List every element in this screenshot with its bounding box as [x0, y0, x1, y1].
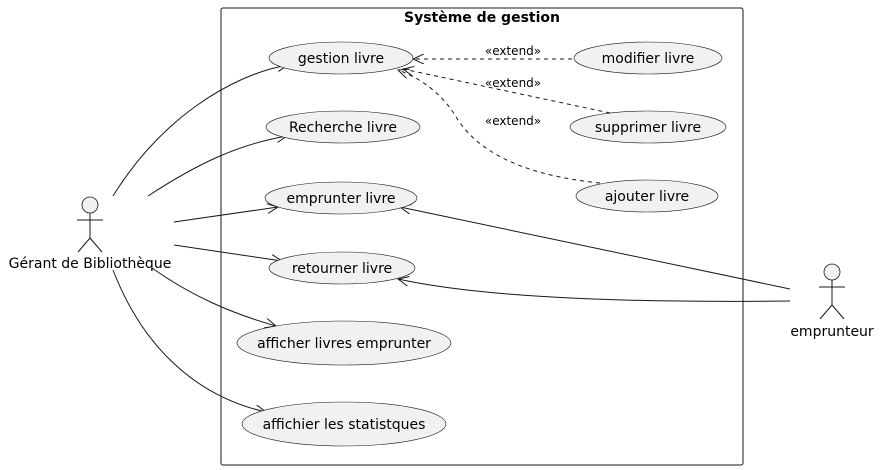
use-case-gestion-livre-label: gestion livre: [298, 51, 384, 67]
actor-manager-leg-left: [77, 237, 91, 253]
assoc-manager-retourner-livre: [173, 244, 282, 261]
use-case-gestion-livre: gestion livre: [268, 41, 414, 75]
assoc-manager-recherche-livre: [147, 136, 287, 197]
actor-manager-leg-right: [89, 237, 103, 253]
assoc-manager-gestion-livre: [112, 65, 288, 197]
use-case-affichier-statistiques: affichier les statistques: [241, 401, 447, 447]
use-case-retourner-livre-label: retourner livre: [292, 261, 392, 277]
actor-borrower-label: emprunteur: [790, 324, 874, 340]
actor-manager-head: [81, 196, 99, 214]
extend-supprimer-gestion: [403, 69, 611, 114]
use-case-recherche-livre: Recherche livre: [265, 110, 421, 144]
use-case-afficher-livres-emprunter-label: afficher livres emprunter: [257, 336, 431, 352]
use-case-retourner-livre: retourner livre: [268, 251, 416, 285]
use-case-modifier-livre: modifier livre: [573, 41, 723, 75]
actor-borrower-leg-left: [819, 304, 833, 320]
use-case-emprunter-livre: emprunter livre: [264, 181, 418, 215]
use-case-supprimer-livre-label: supprimer livre: [595, 120, 701, 136]
stereotype-extend-supprimer: «extend»: [485, 76, 541, 90]
assoc-borrower-retourner-livre: [398, 279, 791, 302]
actor-borrower: emprunteur: [790, 263, 874, 340]
assoc-manager-statistiques: [112, 269, 266, 412]
assoc-borrower-emprunter-livre: [400, 207, 791, 290]
actor-borrower-head: [823, 263, 841, 281]
extend-ajouter-gestion: [398, 70, 601, 184]
use-case-afficher-livres-emprunter: afficher livres emprunter: [236, 320, 452, 366]
stereotype-extend-modifier: «extend»: [485, 44, 541, 58]
use-case-emprunter-livre-label: emprunter livre: [286, 191, 395, 207]
use-case-supprimer-livre: supprimer livre: [569, 110, 727, 144]
system-title: Système de gestion: [404, 10, 560, 26]
assoc-manager-afficher-livres: [151, 267, 276, 326]
use-case-recherche-livre-label: Recherche livre: [289, 120, 397, 136]
actor-manager: Gérant de Bibliothèque: [9, 196, 172, 272]
system-boundary: [220, 7, 744, 466]
stereotype-extend-ajouter: «extend»: [485, 114, 541, 128]
actor-borrower-leg-right: [831, 304, 845, 320]
use-case-affichier-statistiques-label: affichier les statistques: [263, 417, 426, 433]
actor-manager-label: Gérant de Bibliothèque: [9, 256, 172, 272]
use-case-ajouter-livre: ajouter livre: [575, 179, 719, 213]
use-case-modifier-livre-label: modifier livre: [602, 51, 695, 67]
use-case-ajouter-livre-label: ajouter livre: [605, 189, 689, 205]
assoc-manager-emprunter-livre: [173, 207, 278, 223]
